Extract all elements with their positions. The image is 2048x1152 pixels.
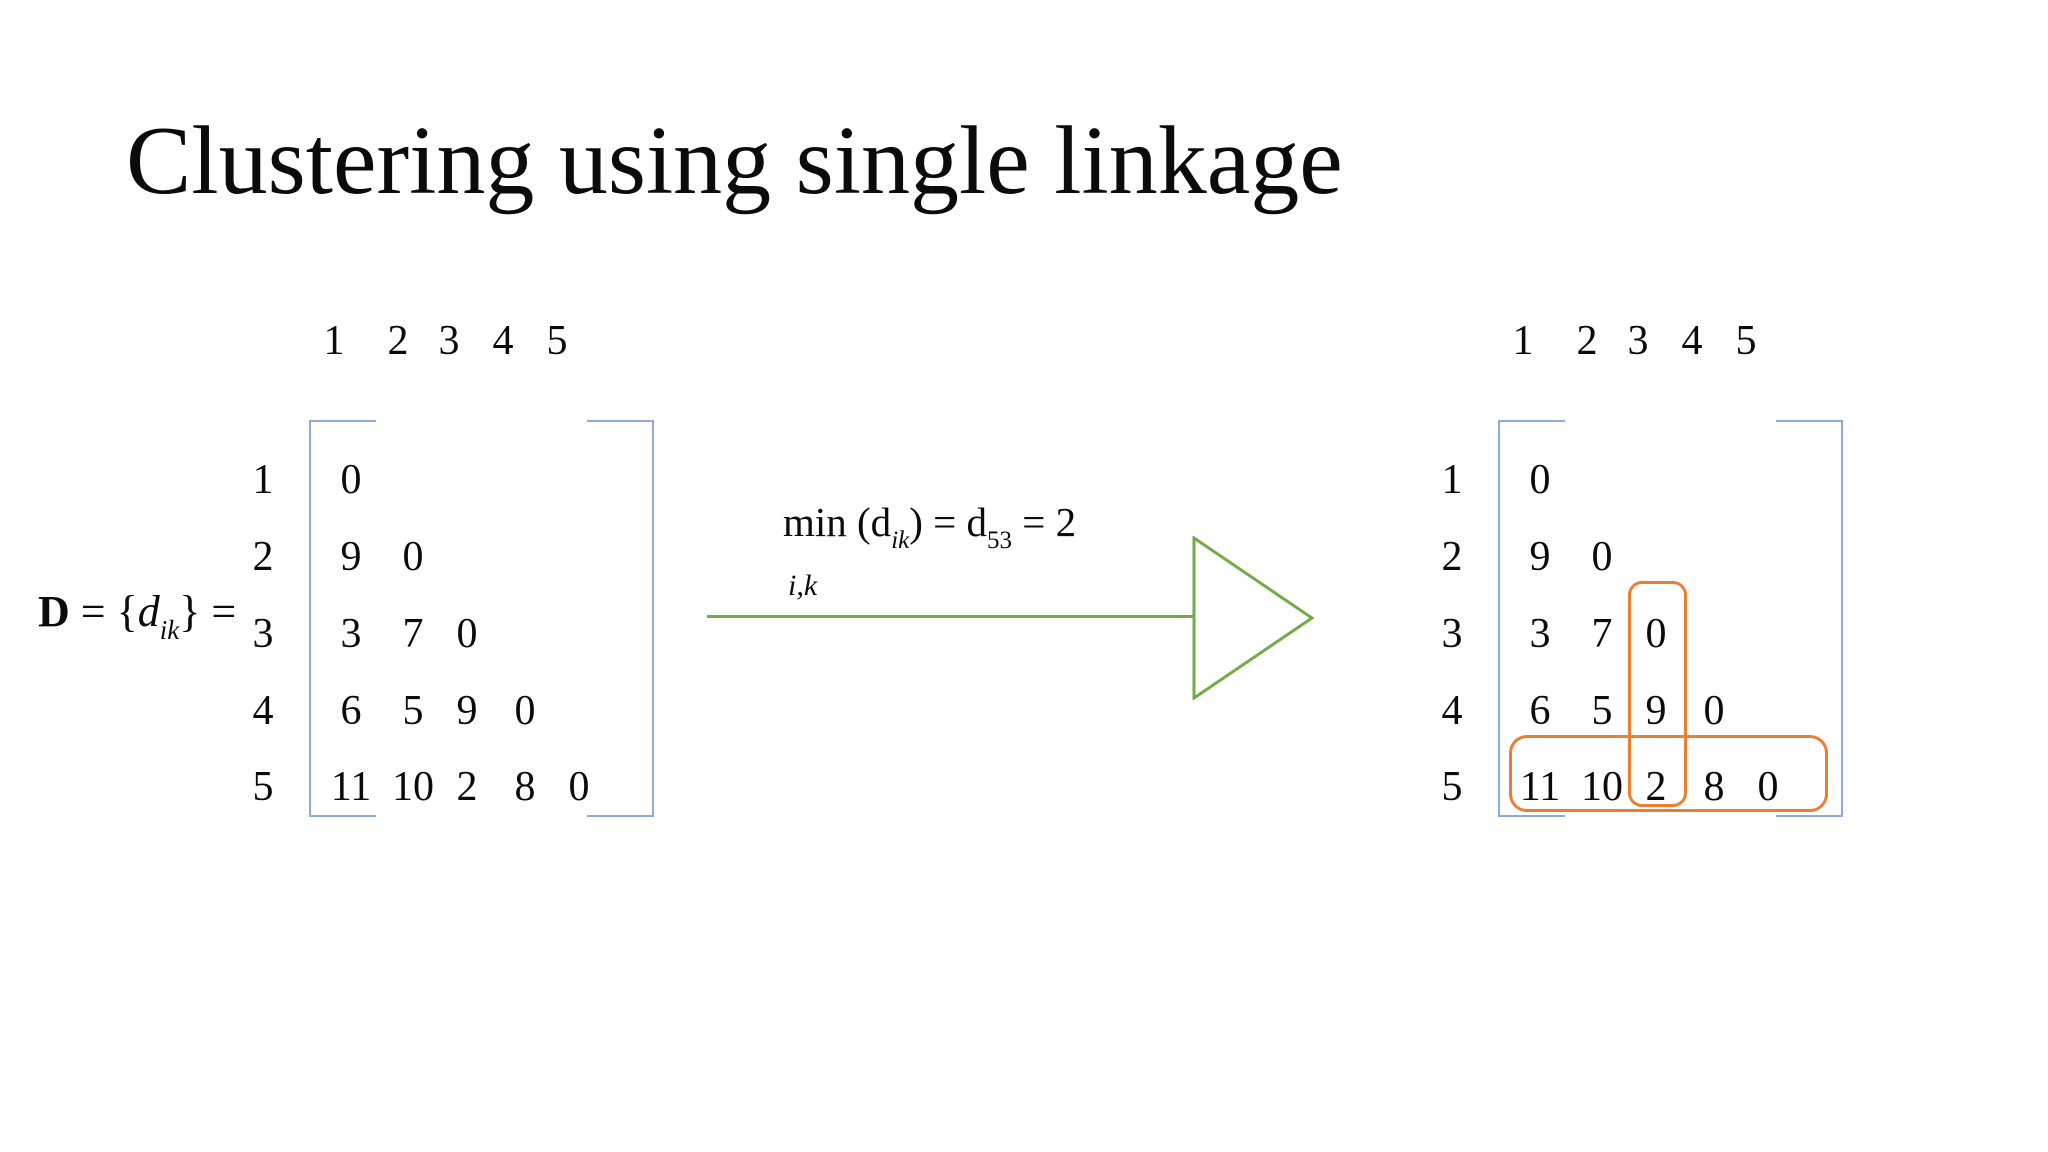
column-header: 2 <box>1576 318 1598 364</box>
min-equation: min (dik) = d53 = 2 <box>783 497 1077 553</box>
matrix-cell: 0 <box>568 764 590 810</box>
matrix-cell: 0 <box>1591 534 1613 580</box>
matrix-cell: 10 <box>392 764 434 810</box>
matrix-cell: 0 <box>402 534 424 580</box>
matrix-cell: 0 <box>1529 457 1551 503</box>
matrix-cell: 8 <box>514 764 536 810</box>
min-equation-prefix: min (d <box>783 499 892 545</box>
min-equation-suffix: = 2 <box>1012 499 1077 545</box>
min-column-highlight <box>1628 581 1687 807</box>
column-header: 2 <box>387 318 409 364</box>
matrix-cell: 5 <box>1591 688 1613 734</box>
distance-matrix-initial: 1 2 3 4 5 1 2 3 4 5 0 9 0 3 7 0 6 5 9 0 … <box>253 318 654 817</box>
row-label: 4 <box>1441 688 1463 734</box>
distance-matrix-result: 1 2 3 4 5 1 2 3 4 5 0 9 0 3 7 0 6 5 9 0 … <box>1442 318 1843 817</box>
matrix-cell: 0 <box>1645 611 1667 657</box>
column-header: 5 <box>1735 318 1757 364</box>
column-header: 3 <box>438 318 460 364</box>
matrix-cell: 0 <box>514 688 536 734</box>
matrix-cell: 7 <box>1591 611 1613 657</box>
column-header: 3 <box>1627 318 1649 364</box>
min-subscript-ik: i,k <box>788 569 818 602</box>
matrix-cell: 3 <box>1529 611 1551 657</box>
matrix-definition: D = {dik} = <box>38 584 237 644</box>
matrix-cell: 9 <box>1529 534 1551 580</box>
matrix-cell: 9 <box>456 688 478 734</box>
row-label: 4 <box>252 688 274 734</box>
matrix-bracket-right <box>587 420 654 817</box>
matrix-cell: 11 <box>330 764 372 810</box>
matrix-cell: 7 <box>402 611 424 657</box>
page-title: Clustering using single linkage <box>126 107 1343 215</box>
matrix-cell: 6 <box>340 688 362 734</box>
matrix-cell: 2 <box>1645 764 1667 810</box>
row-label: 5 <box>252 764 274 810</box>
matrix-cell: 10 <box>1581 764 1623 810</box>
column-header: 4 <box>1681 318 1703 364</box>
matrix-bracket-left <box>1498 420 1565 817</box>
matrix-cell: 0 <box>340 457 362 503</box>
arrow-shaft <box>707 615 1194 618</box>
matrix-cell: 9 <box>340 534 362 580</box>
column-header: 5 <box>546 318 568 364</box>
matrix-cell: 5 <box>402 688 424 734</box>
min-equation-sub-53: 53 <box>987 527 1013 554</box>
column-header: 1 <box>1512 318 1534 364</box>
matrix-cell: 9 <box>1645 688 1667 734</box>
column-header: 4 <box>492 318 514 364</box>
matrix-cell: 0 <box>1703 688 1725 734</box>
min-equation-middle: ) = d <box>909 499 988 545</box>
matrix-cell: 0 <box>456 611 478 657</box>
matrix-cell: 0 <box>1757 764 1779 810</box>
definition-symbol: D <box>38 587 70 636</box>
definition-middle: = { <box>69 587 138 636</box>
definition-variable: d <box>137 587 160 636</box>
row-label: 5 <box>1441 764 1463 810</box>
row-label: 2 <box>252 534 274 580</box>
row-label: 2 <box>1441 534 1463 580</box>
matrix-cell: 3 <box>340 611 362 657</box>
definition-end: } = <box>179 587 237 636</box>
matrix-cell: 6 <box>1529 688 1551 734</box>
row-label: 3 <box>1441 611 1463 657</box>
min-row-highlight <box>1509 735 1828 812</box>
row-label: 3 <box>252 611 274 657</box>
matrix-bracket-left <box>309 420 376 817</box>
min-equation-sub-ik: ik <box>891 527 910 554</box>
row-label: 1 <box>252 457 274 503</box>
row-label: 1 <box>1441 457 1463 503</box>
arrow-head-icon <box>1192 536 1315 700</box>
matrix-cell: 2 <box>456 764 478 810</box>
column-header: 1 <box>323 318 345 364</box>
matrix-cell: 8 <box>1703 764 1725 810</box>
definition-subscript: ik <box>159 615 180 645</box>
matrix-bracket-right <box>1776 420 1843 817</box>
